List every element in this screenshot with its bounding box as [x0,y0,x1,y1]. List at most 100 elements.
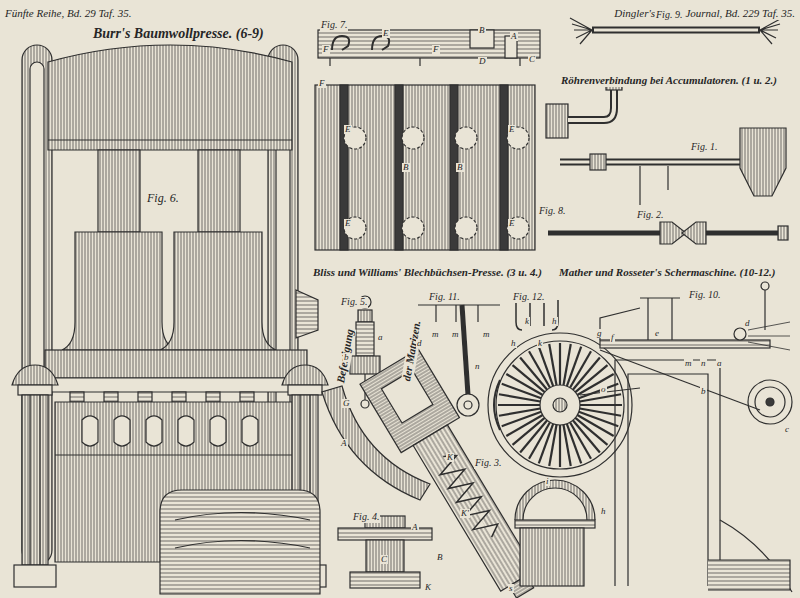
cotton-press-part [55,454,295,455]
label-text: n [700,359,707,368]
callout-letter: o [600,378,607,396]
pipe-coupling-part [778,226,788,240]
figure-title: Bliss und Williams' Blechbüchsen-Presse.… [312,262,543,280]
figure-title: der Matrizen. [396,318,425,383]
label-text: A [510,32,518,41]
figure-label: Fig. 4. [352,506,380,524]
label-text: Bliss und Williams' Blechbüchsen-Presse.… [312,267,543,279]
shearing-machine-part [600,350,760,410]
shearing-machine-part [640,298,680,340]
die-plate-part [344,217,366,239]
label-text: b [343,353,350,362]
label-text: k [537,339,543,348]
callout-letter: m [431,323,440,341]
callout-letter: n [700,352,707,370]
label-text: m [482,330,491,339]
label-text: C [528,55,536,64]
callout-letter: b [700,380,707,398]
figure-title: Röhrenverbindung bei Accumulatoren. (1 u… [560,70,778,88]
shearing-machine-part [515,480,595,520]
callout-letter: h [510,332,517,350]
figure-label: Fig. 10. [688,284,721,302]
label-text: E [382,29,390,38]
shearing-machine-part [498,343,622,467]
shearing-machine-part [580,388,640,395]
rail-section-part [329,58,330,66]
die-plate-part [402,127,424,149]
cotton-press-part [282,365,328,385]
cotton-press-part [70,392,254,402]
label-text: c [784,425,790,434]
label-text: Fig. 5. [340,297,368,308]
shearing-machine-part [559,425,561,467]
pipe-joint-part [568,88,614,120]
cotton-press-part [18,385,52,395]
hose-part [570,18,592,44]
callout-letter: a [716,352,723,370]
callout-letter: d [416,332,423,350]
cotton-press-part [62,232,176,350]
label-text: B [478,26,486,35]
die-plate-part [344,127,529,239]
pipe-joint [546,82,786,205]
die-plate [315,85,535,250]
cotton-press-part [39,395,40,565]
figure-label: Fig. 1. [690,136,718,154]
shearing-machine-part [615,360,720,586]
callout-letter: m [684,352,693,370]
die-fixing-part [366,540,404,572]
cotton-press-part [48,45,292,150]
pipe-joint-part [590,154,606,170]
figure-label: Fig. 12. [512,286,545,304]
callout-letter: G [342,392,351,410]
die-fixing-part [457,394,479,416]
cotton-press-part [22,395,48,565]
callout-letter: B [402,156,410,174]
rail-section-part [419,58,420,66]
label-text: B [456,163,464,172]
callout-letter: d [744,312,751,330]
shearing-machine-part [748,322,790,350]
die-plate-part [455,217,477,239]
label-text: Fig. 3. [474,458,502,469]
callout-letter: m [482,323,491,341]
die-fixing-part [361,400,369,408]
die-fixing-part [516,300,522,330]
die-fixing-part [464,401,472,409]
shearing-machine-part [600,308,640,340]
label-text: A [340,439,348,448]
label-text: Fig. 10. [688,290,721,301]
figure-label: Fig. 6. [146,188,180,206]
shearing-machine-part [734,328,746,340]
shearing-machine-part [563,425,570,466]
shearing-machine-part [766,398,774,406]
callout-letter: K [424,576,432,594]
shearing-machine-part [553,398,567,412]
figure-label: Fig. 11. [428,286,461,304]
shearing-machine-part [708,560,790,590]
die-plate-part [315,85,535,250]
callout-letter: f [610,326,615,344]
shearing-machine-part [523,488,587,520]
label-text: e [654,329,660,338]
label-text: E [508,125,516,134]
cotton-press-part [160,232,276,350]
callout-letter: A [510,25,518,43]
label-text: n [474,362,481,371]
figure-title: Mather und Rosseter's Schermaschine. (10… [558,262,776,280]
label-text: F [432,45,440,54]
die-plate-part [507,217,529,239]
pipe-coupling-part [682,222,706,244]
shearing-machine-part [498,404,540,406]
callout-letter: k [537,332,543,350]
rail-section [318,30,540,66]
die-fixing-part [350,572,420,588]
label-text: C [380,555,388,564]
callout-letter: k [524,310,530,328]
figure-label: Fig. 8. [538,200,566,218]
cotton-press-part [160,490,320,594]
callout-letter: s [508,577,514,595]
shearing-machine-part [488,333,632,477]
die-fixing-part [462,305,468,395]
pipe-joint-part [568,88,614,120]
